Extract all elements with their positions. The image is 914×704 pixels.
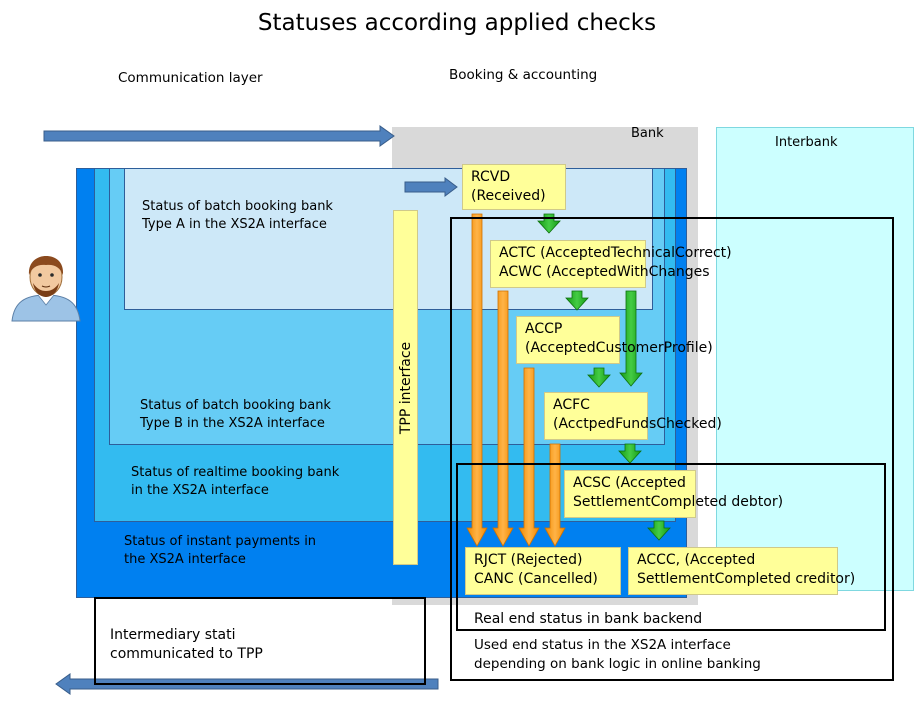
person-icon	[11, 256, 81, 322]
intermediary-frame	[94, 597, 426, 685]
batch-a-label: Status of batch booking bank Type A in t…	[142, 199, 333, 232]
tpp-interface-box: TPP interface	[393, 210, 418, 565]
diagram-title: Statuses according applied checks	[257, 10, 657, 36]
status-rcvd: RCVD (Received)	[462, 164, 566, 210]
batch-b-label: Status of batch booking bank Type B in t…	[140, 398, 331, 431]
used-end-status-frame	[450, 217, 894, 681]
orange-arrow-from-acfc	[544, 443, 566, 547]
interbank-region	[716, 127, 914, 591]
green-arrow-actc-accp	[565, 290, 589, 311]
green-arrow-acfc-acsc	[618, 443, 642, 464]
flow-arrow-rcvd	[404, 177, 458, 197]
real-end-status-frame	[456, 463, 886, 631]
interbank-label: Interbank	[775, 135, 838, 150]
instant-label: Status of instant payments in the XS2A i…	[124, 534, 317, 567]
realtime-label: Status of realtime booking bank in the X…	[131, 465, 340, 498]
bank-label: Bank	[631, 126, 664, 141]
status-accc: ACCC, (Accepted SettlementCompleted cred…	[628, 547, 855, 595]
green-arrow-acsc-accc	[647, 520, 671, 541]
orange-arrow-from-actc	[492, 290, 514, 547]
used-end-status-note: Used end status in the XS2A interface de…	[474, 637, 761, 672]
header-booking-accounting: Booking & accounting	[449, 67, 598, 83]
green-arrow-accp-acfc	[587, 367, 611, 388]
orange-arrow-from-accp	[518, 367, 540, 547]
header-communication-layer: Communication layer	[118, 70, 263, 86]
green-arrow-actc-acfc	[619, 290, 643, 387]
green-arrow-rcvd-actc	[537, 213, 561, 234]
flow-arrow-in	[43, 125, 395, 147]
real-end-status-note: Real end status in bank backend	[474, 611, 703, 627]
status-rjct: RJCT (Rejected) CANC (Cancelled)	[465, 547, 621, 595]
intermediary-note: Intermediary stati communicated to TPP	[110, 627, 263, 662]
